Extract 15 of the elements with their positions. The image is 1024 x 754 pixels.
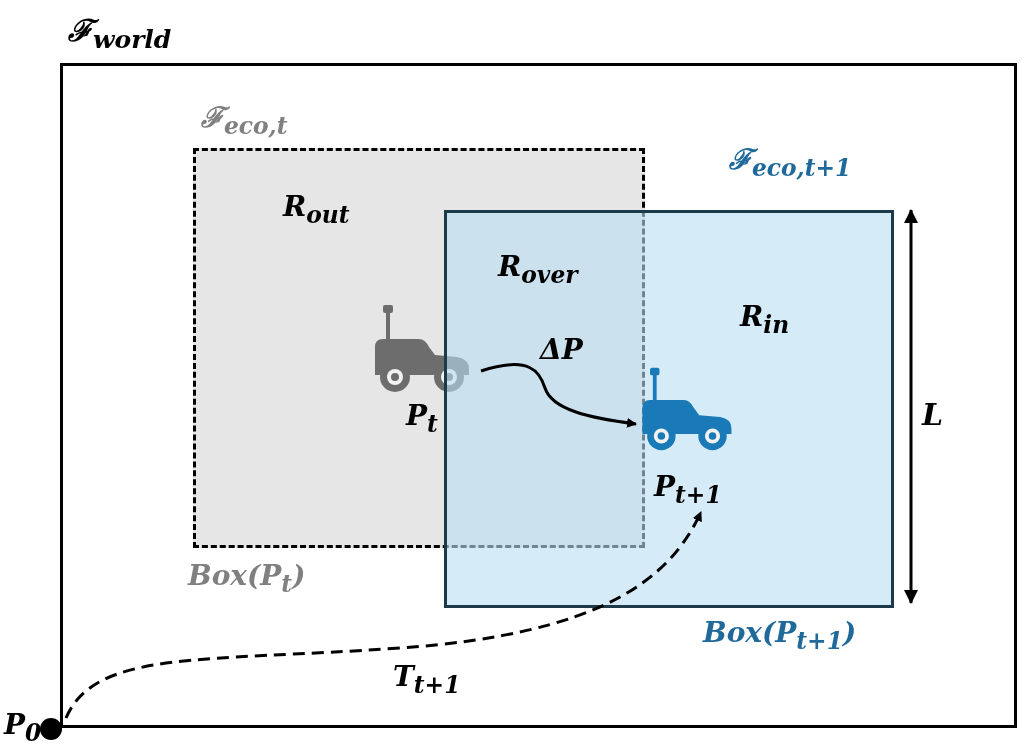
region-label: R$_{in}$ — [740, 302, 790, 339]
frame-label: ℱ$_{world}$ — [68, 14, 172, 54]
region-label: R$_{out}$ — [283, 192, 350, 229]
frame-label: ℱ$_{eco,t+1}$ — [729, 145, 852, 182]
edge-label: T$_{t+1}$ — [393, 662, 461, 699]
position-label: P$_{0}$ — [4, 710, 42, 747]
region-label: R$_{over}$ — [498, 252, 578, 289]
edge-label: ΔP — [540, 335, 583, 366]
box-caption: Box(P$_{t+1}$) — [703, 618, 857, 655]
frame-label: ℱ$_{eco,t}$ — [201, 103, 288, 140]
arrow — [480, 363, 637, 428]
dimension-label: L — [922, 398, 944, 431]
box-caption: Box(P$_{t}$) — [188, 561, 306, 598]
position-label: P$_{t+1}$ — [654, 472, 722, 509]
position-label: P$_{t}$ — [406, 401, 438, 438]
